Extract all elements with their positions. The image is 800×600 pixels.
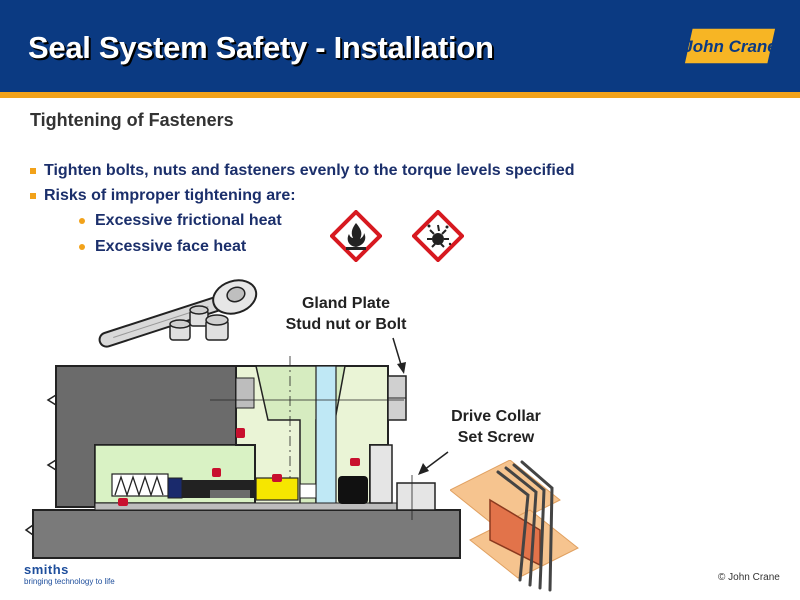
bullet-risks: Risks of improper tightening are:: [44, 187, 296, 204]
ratchet-wrench-illustration: [98, 279, 258, 348]
shaft: [32, 509, 461, 559]
sub-bullet-face-heat: Excessive face heat: [95, 238, 247, 255]
smiths-company-name: smiths: [24, 562, 69, 577]
explosive-hazard-icon: [412, 210, 464, 262]
john-crane-logo: John Crane: [684, 27, 776, 65]
flammable-hazard-icon: [330, 210, 382, 262]
socket-3: [205, 314, 229, 341]
smiths-tagline: bringing technology to life: [24, 577, 115, 586]
stationary-seat: [338, 476, 368, 504]
sleeve: [94, 502, 436, 511]
section-subtitle: Tightening of Fasteners: [30, 110, 234, 130]
sub-bullet-marker: [79, 218, 85, 224]
spring: [114, 474, 164, 498]
header-bar: [0, 0, 800, 92]
label-gland-plate-line2: Stud nut or Bolt: [285, 316, 407, 333]
sub-bullet-marker: [79, 244, 85, 250]
drive-collar-set-screw: [396, 482, 436, 511]
slide-title: Seal System Safety - Installation: [28, 30, 494, 65]
label-drive-collar-line1: Drive Collar: [451, 408, 541, 425]
label-drive-collar: Drive Collar Set Screw: [428, 406, 564, 448]
bullet-marker: [30, 168, 36, 174]
label-gland-plate: Gland Plate Stud nut or Bolt: [276, 293, 416, 335]
hex-key-set-illustration: [450, 460, 579, 592]
smiths-logo: smiths bringing technology to life: [24, 563, 115, 587]
copyright-notice: © John Crane: [718, 572, 780, 583]
drive-collar: [369, 444, 393, 504]
header-accent-stripe: [0, 92, 800, 98]
bullet-torque: Tighten bolts, nuts and fasteners evenly…: [44, 162, 575, 179]
label-gland-plate-line1: Gland Plate: [301, 295, 391, 312]
label-drive-collar-line2: Set Screw: [457, 429, 535, 446]
logo-text: John Crane: [684, 37, 776, 56]
bullet-marker: [30, 193, 36, 199]
sub-bullet-frictional-heat: Excessive frictional heat: [95, 212, 282, 229]
